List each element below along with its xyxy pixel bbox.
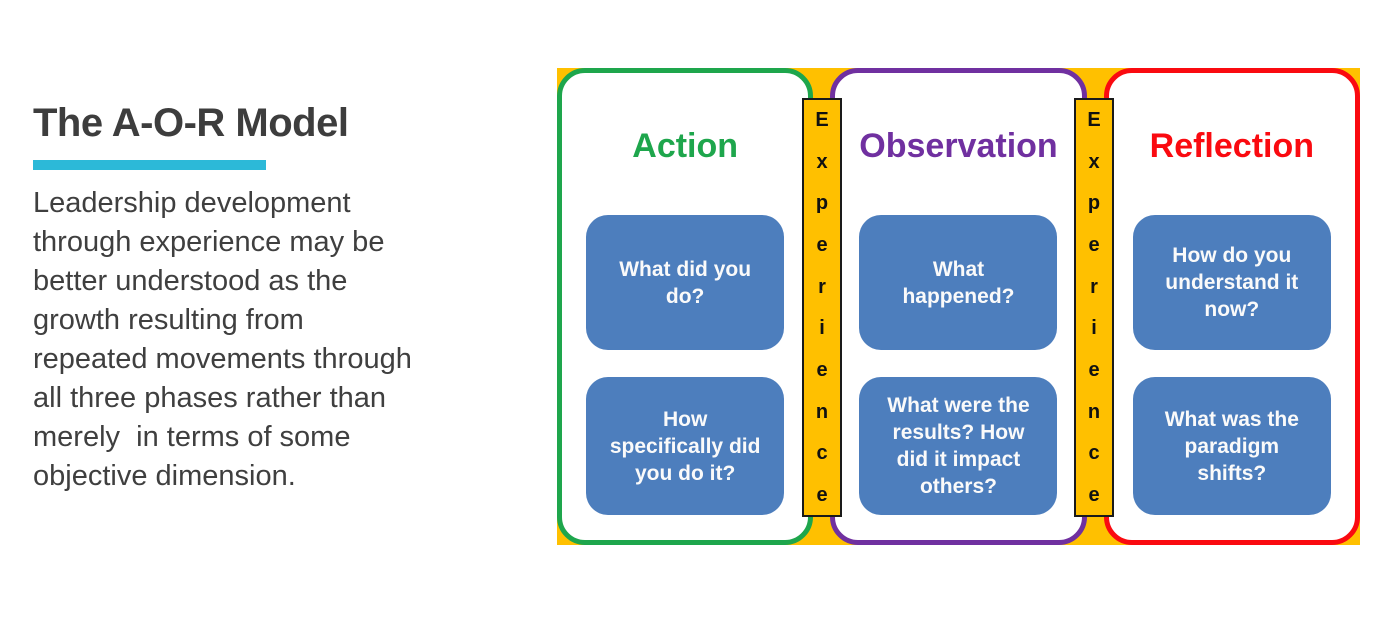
- experience-letter: n: [815, 400, 829, 423]
- title-underline: [33, 160, 266, 170]
- question-box-reflection-2: What was the paradigm shifts?: [1132, 377, 1331, 515]
- experience-letter: e: [1088, 358, 1100, 381]
- question-box-observation-2: What were the results? How did it impact…: [859, 377, 1058, 515]
- experience-letter: E: [815, 109, 829, 131]
- experience-letter: p: [815, 192, 829, 215]
- experience-letter: i: [819, 317, 825, 340]
- experience-letter: r: [1090, 275, 1098, 298]
- experience-letter: e: [816, 358, 828, 381]
- experience-bar-1: E x p e r i e n c e: [802, 98, 842, 517]
- experience-letter: c: [1088, 442, 1100, 465]
- experience-letter: E: [1087, 109, 1101, 131]
- experience-bar-2: E x p e r i e n c e: [1074, 98, 1114, 517]
- experience-letter: x: [816, 150, 828, 173]
- question-box-observation-1: What happened?: [859, 215, 1058, 350]
- experience-letter: p: [1087, 192, 1101, 215]
- experience-letter: c: [816, 442, 828, 465]
- panel-row: Action What did you do? How specifically…: [557, 68, 1360, 545]
- panel-observation: Observation What happened? What were the…: [830, 68, 1087, 545]
- experience-letter: x: [1088, 150, 1100, 173]
- panel-action-title: Action: [632, 127, 739, 165]
- panel-observation-title: Observation: [859, 127, 1058, 165]
- panel-reflection-title: Reflection: [1149, 127, 1314, 165]
- intro-text-block: The A-O-R Model Leadership development t…: [33, 100, 538, 496]
- aor-model-diagram: Action What did you do? How specifically…: [557, 68, 1360, 545]
- question-box-reflection-1: How do you understand it now?: [1132, 215, 1331, 350]
- question-box-action-1: What did you do?: [586, 215, 785, 350]
- experience-letter: r: [818, 275, 826, 298]
- experience-letter: n: [1087, 400, 1101, 423]
- experience-letter: e: [816, 483, 828, 506]
- question-box-action-2: How specifically did you do it?: [586, 377, 785, 515]
- panel-action: Action What did you do? How specifically…: [557, 68, 814, 545]
- page-title: The A-O-R Model: [33, 101, 349, 145]
- experience-letter: e: [816, 233, 828, 256]
- experience-letter: i: [1091, 317, 1097, 340]
- experience-letter: e: [1088, 233, 1100, 256]
- experience-letter: e: [1088, 483, 1100, 506]
- body-paragraph: Leadership development through experienc…: [33, 187, 412, 492]
- panel-reflection: Reflection How do you understand it now?…: [1103, 68, 1360, 545]
